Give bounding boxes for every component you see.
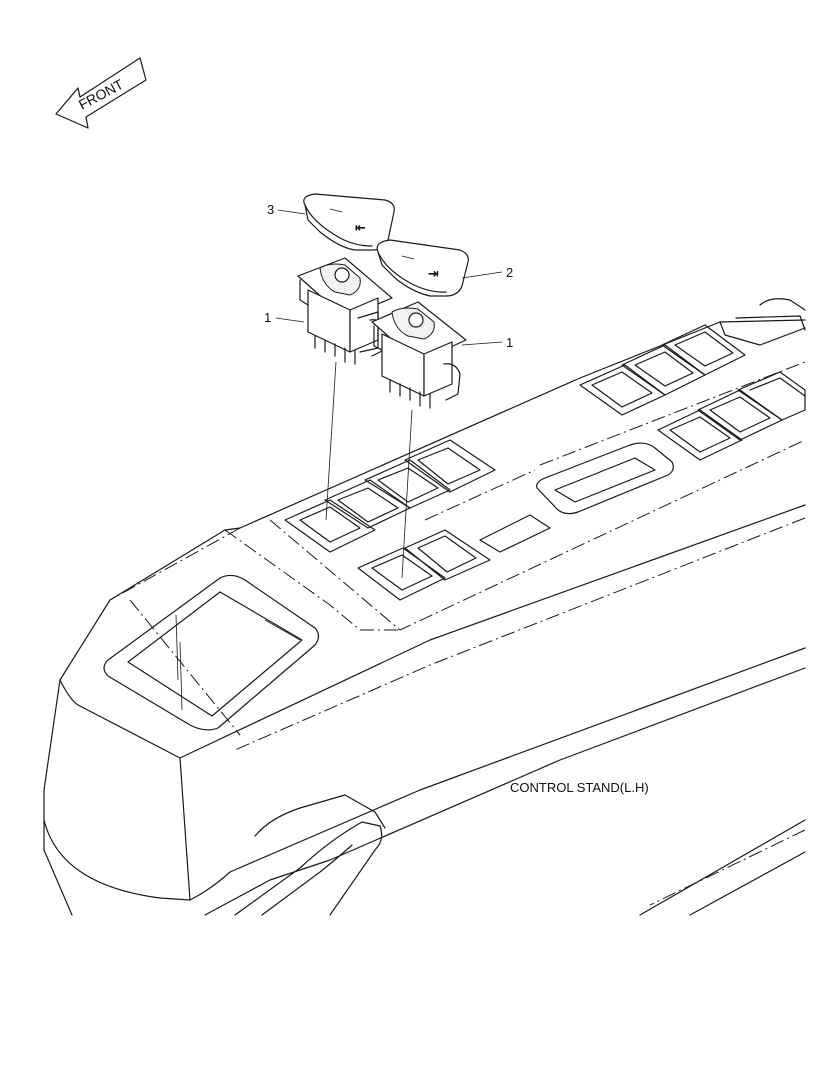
callout-1-lower: 1 <box>506 335 513 350</box>
front-direction-arrow: FRONT <box>55 57 147 129</box>
rocker-switch-body-1a <box>297 257 393 365</box>
cup-holder-opening <box>103 574 320 731</box>
assembly-label: CONTROL STAND(L.H) <box>510 780 649 795</box>
callout-2: 2 <box>506 265 513 280</box>
center-openings <box>479 442 674 553</box>
panel-dash-lines <box>109 361 806 906</box>
rocker-cap-3-symbol: ⇤ <box>355 220 366 235</box>
callout-1-upper: 1 <box>264 310 271 325</box>
rocker-switch-body-1b <box>371 301 467 409</box>
switch-slot-group-left <box>284 439 496 601</box>
leader-lines <box>275 209 503 579</box>
rocker-cap-2-symbol: ⇥ <box>428 266 439 281</box>
callout-3: 3 <box>267 202 274 217</box>
control-stand-body <box>43 298 806 916</box>
rocker-cap-3: ⇤ <box>303 193 395 251</box>
rocker-cap-2: ⇥ <box>376 239 469 297</box>
switch-slot-group-right <box>579 324 806 461</box>
